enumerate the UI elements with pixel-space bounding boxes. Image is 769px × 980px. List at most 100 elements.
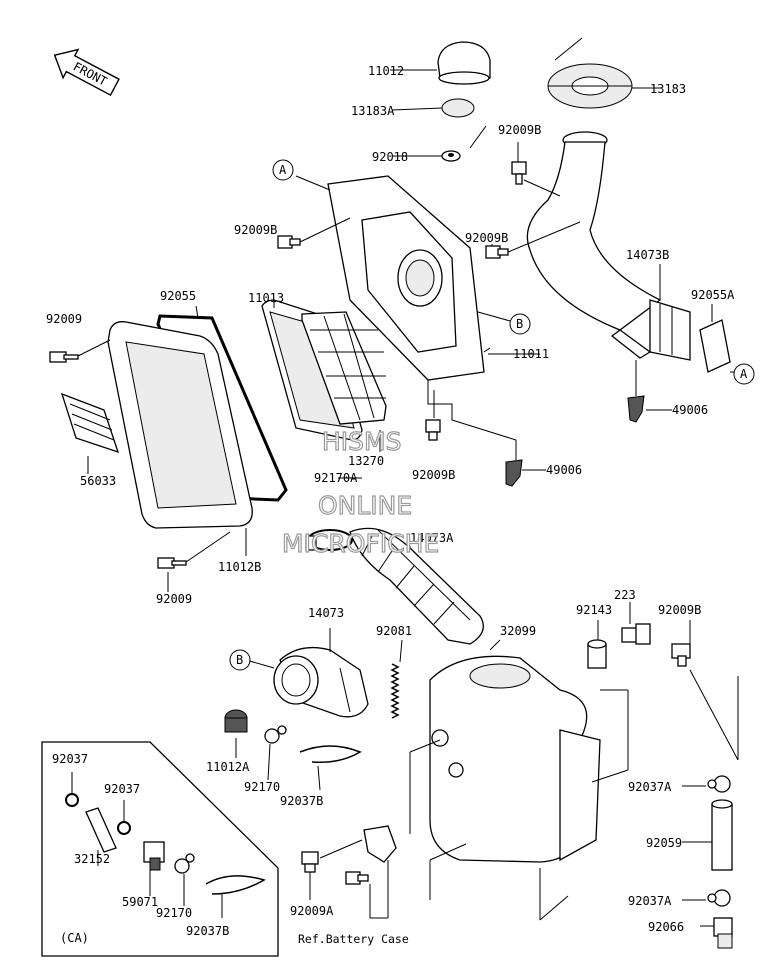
drain-49006-lower [505,459,523,487]
inset-label-92170: 92170 [156,906,192,920]
clip-92037a-bottom [707,889,731,907]
label-49006-b: 49006 [546,463,582,477]
duct-14073 [273,646,369,718]
label-92009b-tank: 92009B [658,603,701,617]
label-92055: 92055 [160,289,196,303]
label-11013: 11013 [248,291,284,305]
clip-92170 [264,725,287,744]
label-92009-top: 92009 [46,312,82,326]
inset-label-59071: 59071 [122,895,158,909]
clip-92037a-top [707,775,731,793]
screw-ref-battery [345,871,369,885]
spring-92081 [390,663,400,719]
label-11012a: 11012A [206,760,250,774]
label-56033: 56033 [80,474,116,488]
svg-text:MICROFICHE: MICROFICHE [282,529,439,558]
label-11012b: 11012B [218,560,261,574]
screen-13270 [301,311,387,425]
label-92055a: 92055A [691,288,735,302]
label-92009b-mid: 92009B [465,231,508,245]
callout-b-duct: B [229,649,251,671]
screw-92009b-box [277,235,301,249]
label-223: 223 [614,588,636,602]
svg-text:ONLINE: ONLINE [318,491,412,520]
label-14073: 14073 [308,606,344,620]
inset-valve-59071 [143,841,165,871]
boot-14073a [349,527,484,645]
plate-13183 [547,63,633,109]
label-13183: 13183 [650,82,686,96]
label-92066: 92066 [648,920,684,934]
clamp-92170a [305,529,353,551]
label-92009b-duct: 92009B [498,123,541,137]
seal-13183a [441,98,475,118]
screw-92009-bottom [157,557,187,569]
label-92018: 92018 [372,150,408,164]
label-13183a: 13183A [351,104,395,118]
clamp-49006-upper [627,395,645,423]
label-92170a: 92170A [314,471,358,485]
label-11011: 11011 [513,347,549,361]
callout-a-duct: A [733,363,755,385]
svg-text:B: B [516,317,523,331]
cover-11012b [107,321,253,529]
label-92009b-box: 92009B [234,223,277,237]
callout-b-box: B [509,313,531,335]
inset-clamp-92037-right [117,821,131,835]
label-49006-a: 49006 [672,403,708,417]
label-92037a-bottom: 92037A [628,894,672,908]
hose-92059 [711,799,733,871]
label-32099: 32099 [500,624,536,638]
callout-a-top: A [272,159,294,181]
bolt-92009b-tank [671,643,691,667]
tank-32099 [429,655,601,863]
svg-text:A: A [279,163,287,177]
label-92009-bottom: 92009 [156,592,192,606]
front-arrow-icon: FRONT [53,48,120,97]
inset-tag-ca: (CA) [60,931,89,945]
intake-duct-14073b [526,131,691,361]
label-11012: 11012 [368,64,404,78]
leader-lines [71,69,742,927]
bolt-223 [621,623,651,645]
collar-92143 [587,639,607,669]
inset-fitting-32152 [85,807,117,853]
inset-label-92037-right: 92037 [104,782,140,796]
air-box-11011 [327,175,485,381]
inset-ca-panel [41,741,279,957]
part-labels: 11012 13183A 92018 13183 92009B 92009B 9… [46,64,735,946]
screw-92009a [301,851,319,873]
grommet-11012a [224,709,248,733]
inset-label-32152: 32152 [74,852,110,866]
label-13270: 13270 [348,454,384,468]
label-92037a-top: 92037A [628,780,672,794]
screw-92009b-mid [485,245,509,259]
cap-92066 [713,917,733,949]
label-92009b-low: 92009B [412,468,455,482]
label-92081: 92081 [376,624,412,638]
bracket-battery [363,825,397,863]
clip-92037b [299,745,362,764]
gasket-92055a [699,319,731,373]
inset-label-92037-left: 92037 [52,752,88,766]
nut-92018 [441,150,461,162]
label-56033 [60,392,120,454]
label-ref-battery-case: Ref.Battery Case [298,932,409,946]
label-92059: 92059 [646,836,682,850]
inset-clamp-92037-left [65,793,79,807]
label-92037b: 92037B [280,794,323,808]
svg-text:B: B [236,653,243,667]
svg-text:A: A [740,367,748,381]
label-14073a: 14073A [410,531,454,545]
cap-11012 [437,41,491,85]
inset-clip-92037b [205,875,266,895]
label-14073b: 14073B [626,248,669,262]
watermark: HISMS ONLINE MICROFICHE [281,426,439,558]
label-92170: 92170 [244,780,280,794]
screw-92009b-low [425,419,441,441]
inset-label-92037b: 92037B [186,924,229,938]
inset-clip-92170 [174,853,195,874]
label-92143: 92143 [576,603,612,617]
